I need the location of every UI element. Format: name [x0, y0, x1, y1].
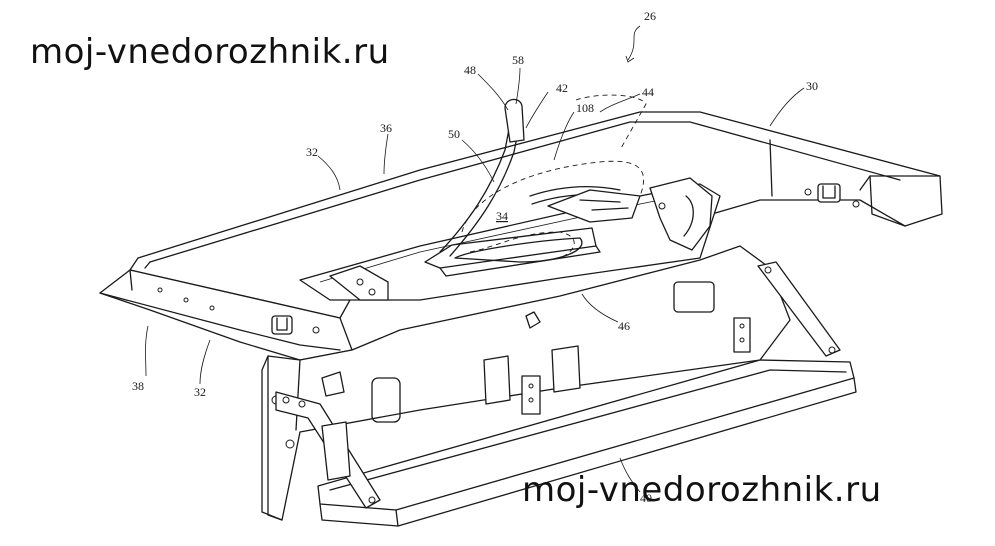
watermark-bottom: moj-vnedorozhnik.ru: [522, 470, 882, 510]
ref-40: 40: [640, 491, 652, 505]
center-plate: [521, 375, 541, 415]
ref-26: 26: [644, 9, 656, 23]
ref-38: 38: [132, 379, 144, 393]
watermark-top: moj-vnedorozhnik.ru: [30, 32, 390, 72]
ref-30: 30: [806, 79, 818, 93]
reference-numerals: 26 58 48 42 44 108 30 36 32 50 34 46 38 …: [132, 9, 818, 505]
handle-assembly: [424, 94, 647, 277]
ref-50: 50: [448, 127, 460, 141]
support-links: [275, 261, 841, 509]
fold-out-step: [317, 359, 857, 527]
ref-32-bottom: 32: [194, 385, 206, 399]
ref-108: 108: [576, 101, 594, 115]
ref-42: 42: [556, 81, 568, 95]
ref-46: 46: [618, 319, 630, 333]
ref-32-top: 32: [306, 145, 318, 159]
upper-hinges: [329, 177, 713, 301]
leader-lines: [145, 25, 805, 493]
right-latch: [817, 183, 841, 203]
ref-48: 48: [464, 63, 476, 77]
ref-34: 34: [496, 209, 508, 223]
ref-36: 36: [380, 121, 392, 135]
left-latch: [271, 315, 293, 335]
ref-58: 58: [512, 53, 524, 67]
ref-44: 44: [642, 85, 654, 99]
